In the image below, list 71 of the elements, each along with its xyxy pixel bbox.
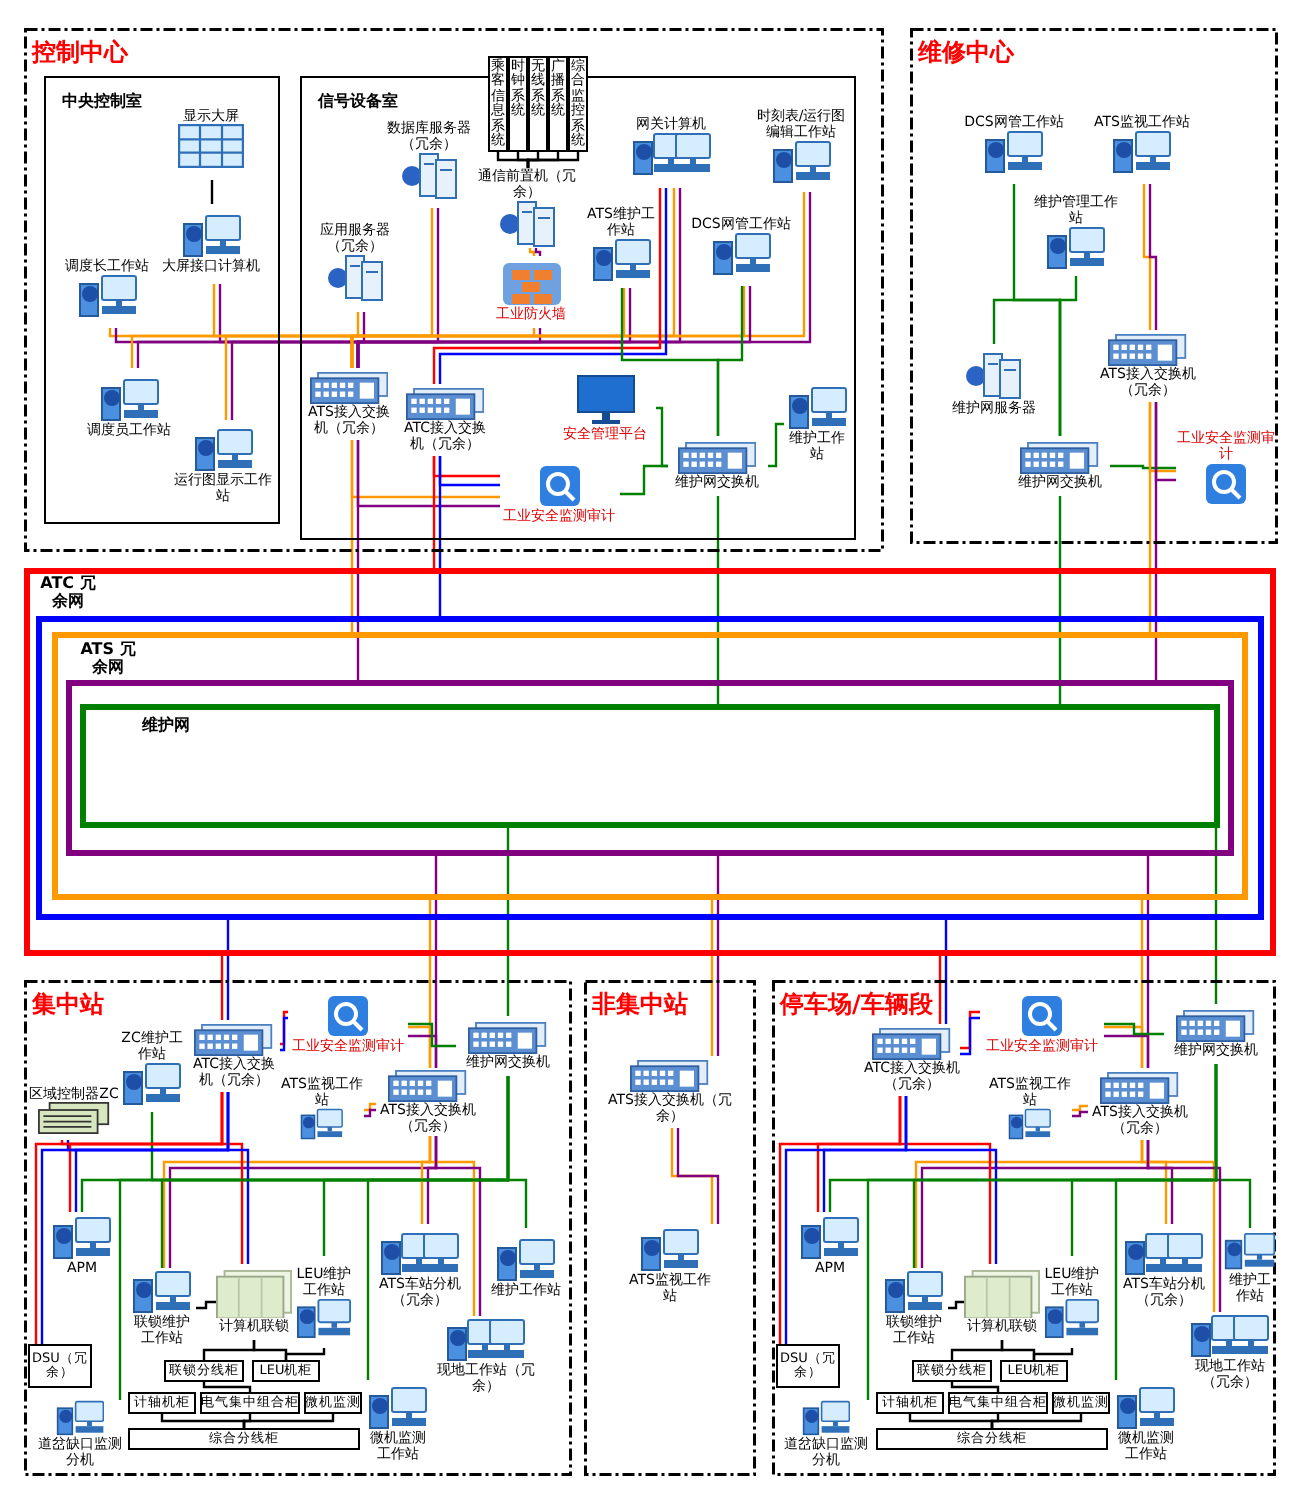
region-box: [24, 28, 884, 552]
region-title: 非集中站: [592, 990, 688, 1020]
network-cable: [408, 1034, 438, 1068]
network-cable: [1148, 402, 1152, 635]
network-cable: [992, 298, 1062, 436]
network-cable: [506, 825, 510, 1016]
network-cable: [284, 1348, 326, 1360]
network-cable: [768, 422, 784, 468]
network-cable: [1148, 184, 1158, 330]
network-cable: [196, 1300, 216, 1310]
network-cable: [960, 1016, 980, 1056]
network-cable: [1072, 1104, 1088, 1112]
room-box: [44, 76, 280, 524]
network-cable: [438, 456, 442, 619]
network-cable: [1214, 825, 1218, 1004]
region-title: 控制中心: [32, 38, 128, 68]
network-cable: [716, 286, 744, 436]
network-cable: [364, 1108, 376, 1118]
network-cable: [160, 1414, 246, 1428]
network-cable: [280, 1016, 288, 1052]
network-cable: [990, 1414, 1083, 1428]
network-cable: [432, 456, 436, 571]
network-cable: [408, 1025, 432, 1068]
network-frame: [66, 680, 1234, 856]
network-label: 维护网: [140, 718, 192, 735]
network-label: ATS 冗余网: [78, 642, 138, 676]
network-label: ATC 冗余网: [38, 576, 98, 610]
region-title: 维修中心: [918, 38, 1014, 68]
network-cable: [908, 1414, 994, 1428]
network-cable: [1154, 402, 1158, 683]
network-cable: [620, 464, 668, 496]
network-cable: [948, 1300, 964, 1310]
network-cable: [1110, 464, 1176, 470]
room-title: 信号设备室: [318, 92, 398, 110]
network-cable: [210, 180, 214, 204]
network-cable: [242, 1414, 335, 1428]
network-cable: [280, 1010, 288, 1046]
network-cable: [710, 897, 714, 1056]
network-cable: [356, 440, 360, 683]
network-cable: [960, 1010, 980, 1050]
network-cable: [1032, 1348, 1074, 1360]
network-cable: [716, 853, 720, 1056]
network-cable: [350, 440, 354, 635]
region-box: [772, 980, 1276, 1476]
network-cable: [202, 1382, 252, 1392]
region-title: 停车场/车辆段: [780, 990, 933, 1020]
network-cable: [866, 1064, 1218, 1400]
region-box: [584, 980, 756, 1476]
network-cable: [1104, 1034, 1150, 1068]
network-cable: [716, 496, 720, 707]
room-title: 中央控制室: [62, 92, 142, 110]
network-cable: [220, 953, 224, 1020]
network-cable: [364, 1102, 376, 1112]
network-cable: [408, 1022, 456, 1048]
region-box: [24, 980, 572, 1476]
network-cable: [950, 1382, 1000, 1392]
network-cable: [1072, 1110, 1088, 1118]
network-cable: [526, 152, 580, 168]
network-cable: [1104, 1025, 1144, 1068]
network-frame: [24, 568, 1276, 956]
network-frame: [80, 704, 1220, 828]
network-cable: [118, 1076, 510, 1400]
region-box: [910, 28, 1278, 544]
network-cable: [1058, 496, 1062, 707]
network-cable: [944, 917, 948, 1024]
network-cable: [938, 953, 942, 1024]
network-cable: [1142, 184, 1152, 330]
network-cable: [1104, 1022, 1164, 1036]
region-title: 集中站: [32, 990, 104, 1020]
network-cable: [656, 406, 668, 468]
network-cable: [226, 917, 230, 1020]
